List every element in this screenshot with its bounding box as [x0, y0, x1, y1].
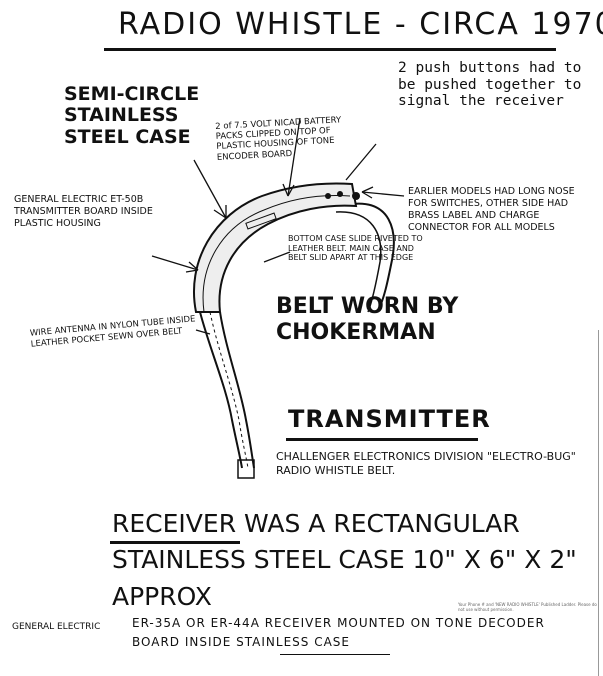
edge-line: [598, 330, 599, 676]
transmitter-description: CHALLENGER ELECTRONICS DIVISION "ELECTRO…: [276, 450, 576, 478]
receiver-models-underline: [280, 654, 390, 655]
transmitter-heading: TRANSMITTER: [288, 405, 491, 433]
bottom-case-label: BOTTOM CASE SLIDE RIVETED TO LEATHER BEL…: [288, 234, 423, 263]
belt-worn-label: BELT WORN BY CHOKERMAN: [276, 294, 459, 346]
case-inner-edge: [202, 195, 351, 313]
push-buttons-note: 2 push buttons had to be pushed together…: [398, 60, 582, 110]
receiver-description: RECEIVER WAS A RECTANGULAR STAINLESS STE…: [112, 509, 577, 611]
long-nose-label: EARLIER MODELS HAD LONG NOSE FOR SWITCHE…: [408, 186, 575, 233]
belt-strap-right: [351, 202, 395, 311]
belt-strap-down: [199, 311, 243, 469]
antenna-wire: [209, 311, 249, 469]
ge-transmitter-label: GENERAL ELECTRIC ET-50B TRANSMITTER BOAR…: [14, 194, 153, 229]
belt-buckle: [237, 459, 255, 479]
receiver-maker-label: GENERAL ELECTRIC: [12, 622, 101, 632]
watermark-text: Your Phone # and 'NEW RADIO WHISTLE' Pub…: [458, 602, 597, 613]
arrow-case: [193, 159, 227, 219]
belt-strap-down-outer: [219, 311, 255, 469]
transmitter-underline: [286, 438, 478, 441]
arrow-battery: [287, 117, 301, 197]
diagram-title: RADIO WHISTLE - CIRCA 1970: [118, 7, 603, 42]
belt-strap-right-inner: [335, 211, 382, 313]
push-button-1: [325, 193, 331, 199]
arrow-ge: [151, 255, 199, 271]
arrow-antenna: [195, 329, 211, 335]
arrow-bottom-case: [263, 251, 291, 263]
push-button-2: [337, 191, 343, 197]
battery-pack: [245, 212, 277, 230]
receiver-models-label: ER-35A OR ER-44A RECEIVER MOUNTED ON TON…: [132, 616, 545, 649]
steel-case: [193, 182, 358, 313]
arrow-push-note: [345, 143, 377, 181]
title-underline: [104, 48, 556, 51]
receiver-underline: [110, 541, 240, 544]
charge-connector: [352, 192, 360, 200]
case-label: SEMI-CIRCLE STAINLESS STEEL CASE: [64, 83, 200, 148]
arrow-nose: [361, 191, 405, 197]
